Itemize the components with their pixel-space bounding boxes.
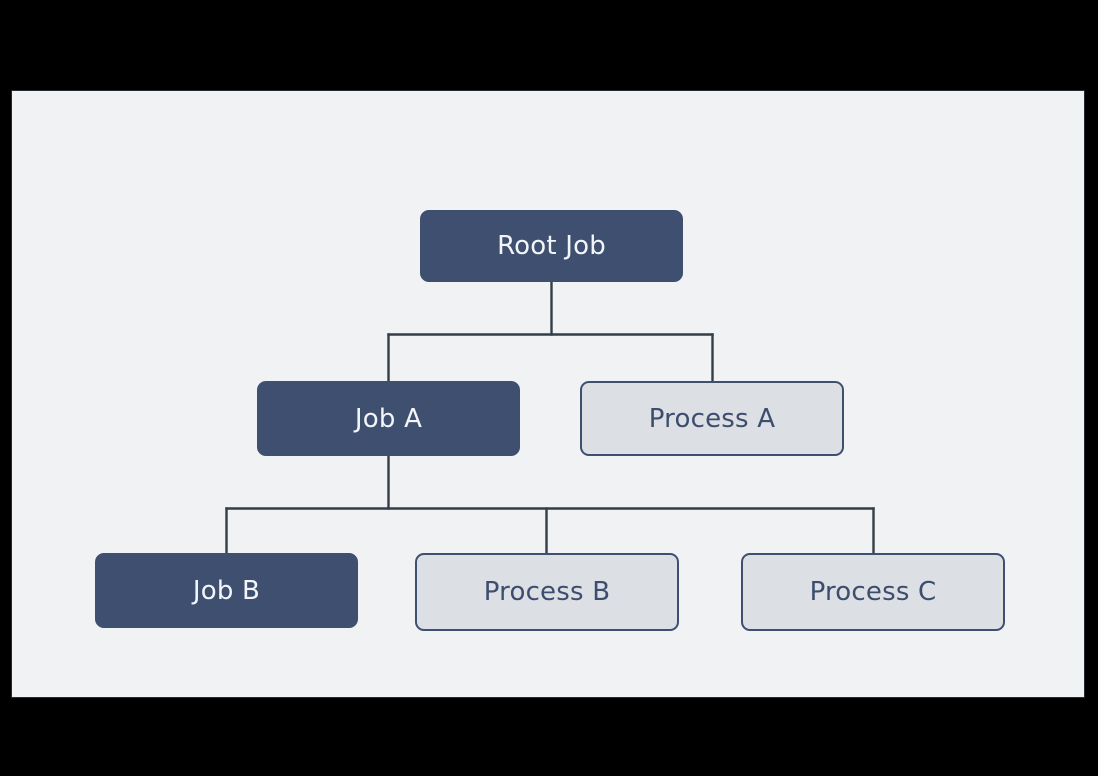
node-root-job-label: Root Job: [497, 231, 606, 261]
node-process-c[interactable]: Process C: [741, 553, 1005, 631]
node-process-a-label: Process A: [648, 403, 776, 434]
node-process-c-label: Process C: [809, 577, 937, 607]
diagram-panel: Root Job Job A Process A Job B Process B…: [11, 90, 1085, 698]
node-process-b-label: Process B: [483, 577, 611, 607]
node-process-a[interactable]: Process A: [580, 381, 844, 456]
node-root-job[interactable]: Root Job: [420, 210, 683, 282]
node-job-b-label: Job B: [192, 575, 261, 606]
node-process-b[interactable]: Process B: [415, 553, 679, 631]
diagram-canvas[interactable]: Root Job Job A Process A Job B Process B…: [12, 91, 1084, 697]
node-job-b[interactable]: Job B: [95, 553, 358, 628]
node-job-a-label: Job A: [354, 403, 423, 434]
node-job-a[interactable]: Job A: [257, 381, 520, 456]
edge-layer: [225, 280, 875, 555]
